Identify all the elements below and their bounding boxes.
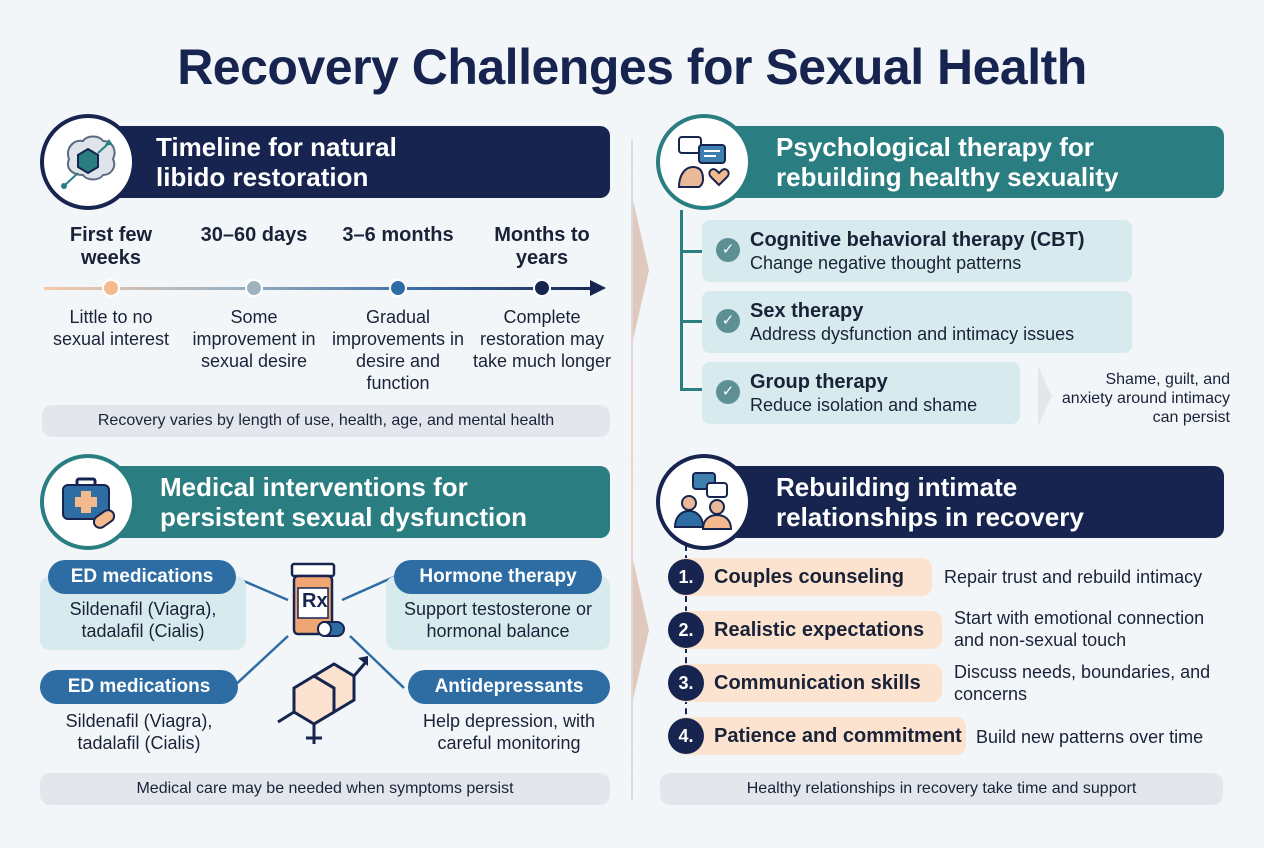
timeline-dot-3 (389, 279, 407, 297)
relationships-item-desc: Start with emotional connection and non-… (954, 608, 1205, 650)
brain-hexagon-icon (40, 114, 136, 210)
therapy-item-desc: Address dysfunction and intimacy issues (750, 324, 1075, 344)
timeline-heading-band: Timeline for natural libido restoration (96, 126, 610, 198)
medical-label: ED medications (48, 560, 236, 594)
relationships-item-desc: Repair trust and rebuild intimacy (944, 567, 1203, 587)
therapy-card-cbt: ✓ Cognitive behavioral therapy (CBT) Cha… (702, 220, 1132, 282)
timeline-arrowhead (590, 280, 606, 296)
medical-label: ED medications (40, 670, 238, 704)
medical-desc: Sildenafil (Viagra), tadalafil (Cialis) (69, 599, 217, 641)
divider-arrow-bottom (633, 560, 649, 700)
therapy-item-title: Sex therapy (750, 300, 864, 322)
therapy-tree-trunk (680, 210, 683, 388)
therapy-note: Shame, guilt, and anxiety around intimac… (1061, 371, 1230, 426)
timeline-line (44, 287, 600, 290)
medical-heading-band: Medical interventions for persistent sex… (96, 466, 610, 538)
therapy-tree-branch (680, 250, 702, 253)
medical-desc: Support testosterone or hormonal balance (403, 599, 593, 641)
relationships-heading-band: Rebuilding intimate relationships in rec… (712, 466, 1224, 538)
therapy-heading-band: Psychological therapy for rebuilding hea… (712, 126, 1224, 198)
timeline-dot-1 (102, 279, 120, 297)
therapy-heading: Psychological therapy for rebuilding hea… (776, 132, 1119, 192)
timeline-stage-desc: Little to no sexual interest (52, 307, 170, 349)
relationships-item-title: Patience and commitment (674, 717, 966, 755)
chat-person-heart-icon (656, 114, 752, 210)
timeline-footer: Recovery varies by length of use, health… (42, 405, 610, 437)
relationships-item-desc: Build new patterns over time (976, 727, 1204, 747)
step-number: 2. (668, 612, 704, 648)
medical-label: Antidepressants (408, 670, 610, 704)
medical-label: Hormone therapy (394, 560, 602, 594)
center-divider (631, 140, 633, 800)
timeline-dot-4 (533, 279, 551, 297)
therapy-card-sex-therapy: ✓ Sex therapy Address dysfunction and in… (702, 291, 1132, 353)
check-icon: ✓ (716, 238, 740, 262)
relationships-dashed-line (685, 545, 687, 755)
therapy-item-desc: Reduce isolation and shame (750, 395, 978, 415)
relationships-heading: Rebuilding intimate relationships in rec… (776, 472, 1084, 532)
check-icon: ✓ (716, 309, 740, 333)
therapy-tree-branch (680, 388, 702, 391)
medical-footer: Medical care may be needed when symptoms… (40, 773, 610, 805)
divider-arrow-top (633, 200, 649, 340)
check-icon: ✓ (716, 380, 740, 404)
step-number: 3. (668, 665, 704, 701)
page-title: Recovery Challenges for Sexual Health (177, 39, 1087, 95)
timeline-stage-label: 3–6 months (342, 224, 454, 246)
timeline-stage-label: 30–60 days (200, 224, 308, 246)
timeline-stage-desc: Complete restoration may take much longe… (472, 307, 612, 371)
timeline-stage-desc: Gradual improvements in desire and funct… (331, 307, 465, 393)
timeline-stage-label: Months to years (494, 224, 590, 269)
relationships-item-desc: Discuss needs, boundaries, and concerns (954, 662, 1211, 704)
medical-kit-icon (40, 454, 136, 550)
step-number: 4. (668, 718, 704, 754)
chevron-right-icon (1038, 366, 1052, 426)
step-number: 1. (668, 559, 704, 595)
pill-bottle-icon: Rx (288, 562, 345, 642)
relationships-item-title: Couples counseling (674, 558, 932, 596)
medical-desc: Help depression, with careful monitoring (422, 711, 596, 753)
relationships-footer: Healthy relationships in recovery take t… (660, 773, 1223, 805)
two-people-chat-icon (656, 454, 752, 550)
rx-symbol: Rx (302, 590, 328, 612)
therapy-card-group-therapy: ✓ Group therapy Reduce isolation and sha… (702, 362, 1020, 424)
molecule-male-icon (272, 652, 372, 752)
therapy-tree-branch (680, 320, 702, 323)
therapy-item-title: Group therapy (750, 371, 888, 393)
timeline-stage-desc: Some improvement in sexual desire (192, 307, 316, 371)
therapy-item-desc: Change negative thought patterns (750, 253, 1022, 273)
relationships-item-title: Realistic expectations (674, 611, 942, 649)
medical-heading: Medical interventions for persistent sex… (160, 472, 527, 532)
medical-desc: Sildenafil (Viagra), tadalafil (Cialis) (65, 711, 213, 753)
therapy-item-title: Cognitive behavioral therapy (CBT) (750, 229, 1085, 251)
relationships-item-title: Communication skills (674, 664, 942, 702)
timeline-dot-2 (245, 279, 263, 297)
timeline-heading: Timeline for natural libido restoration (156, 132, 397, 192)
timeline-stage-label: First few weeks (69, 224, 153, 269)
